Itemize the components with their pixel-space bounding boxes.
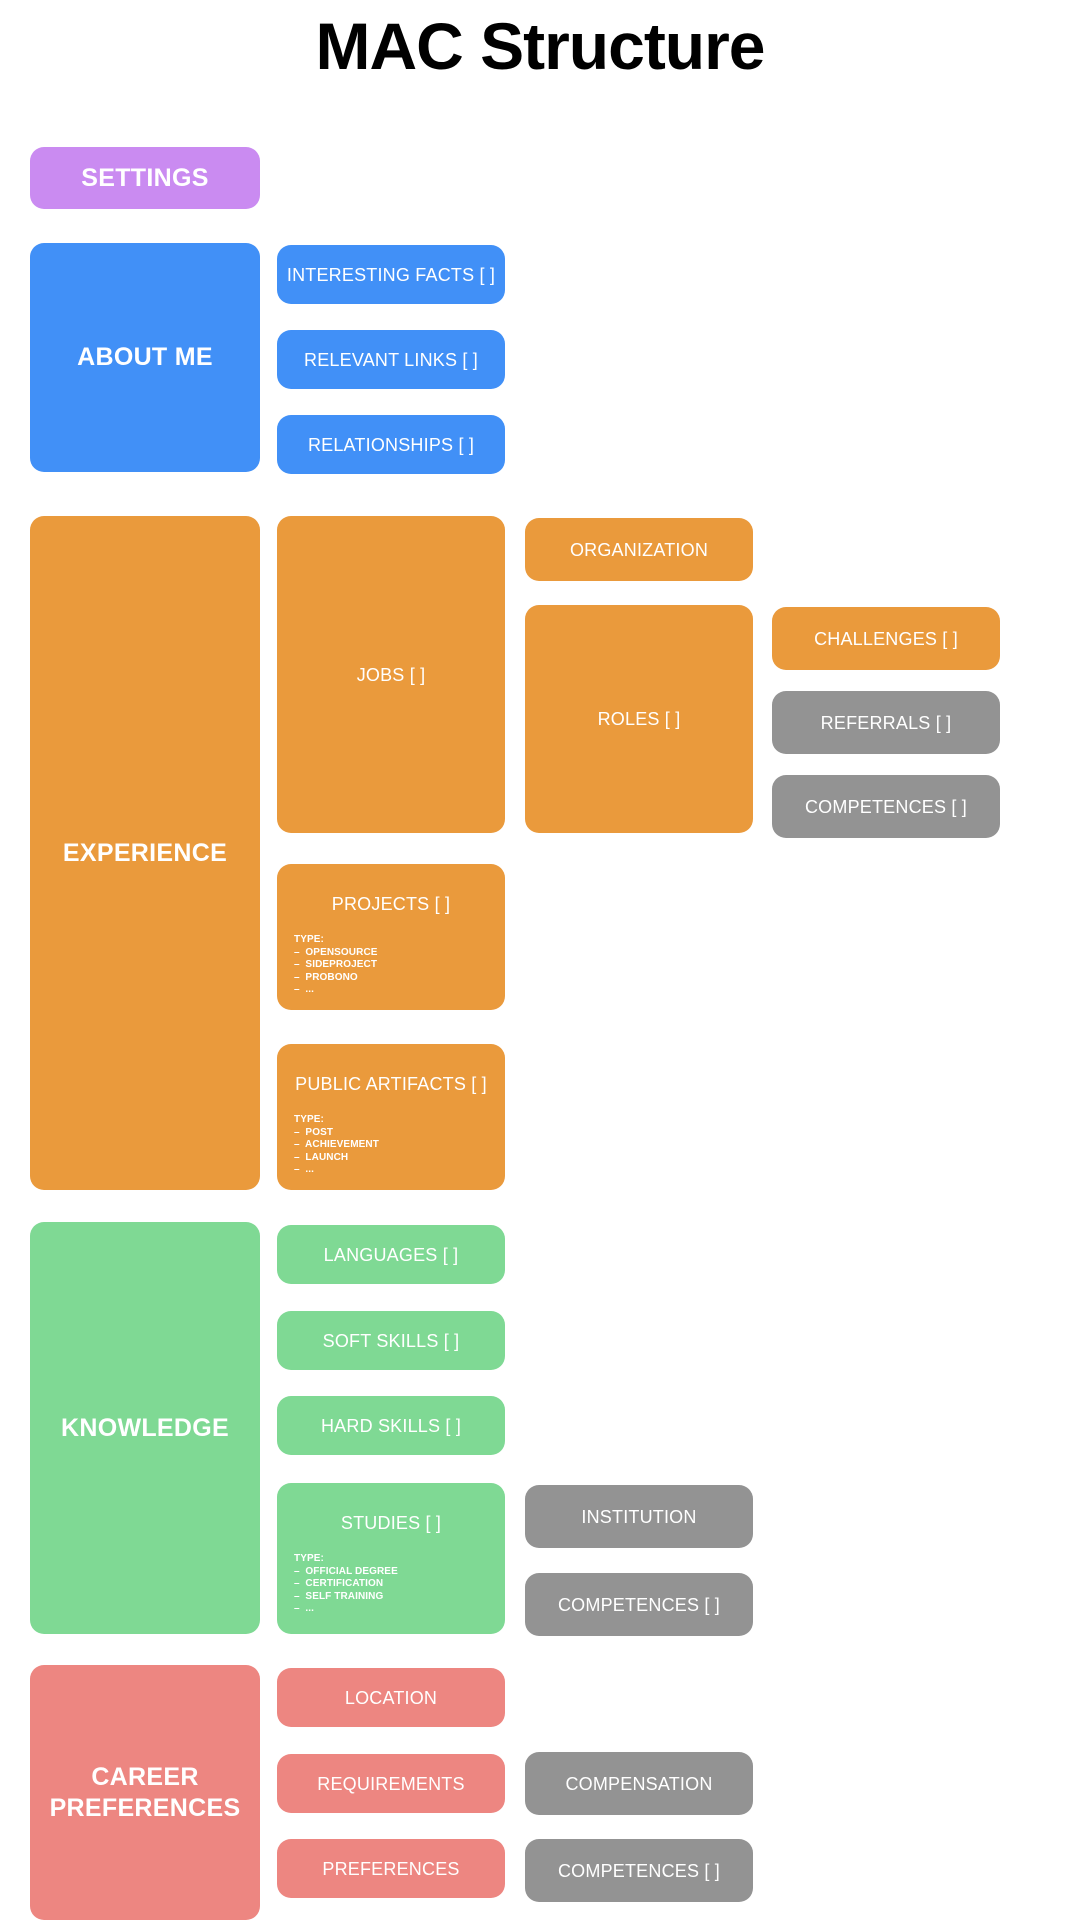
node-requirements[interactable]: REQUIREMENTS [277, 1754, 505, 1813]
node-public-artifacts-label: PUBLIC ARTIFACTS [ ] [295, 1074, 487, 1094]
public-artifacts-type-head: TYPE: [294, 1114, 324, 1125]
node-hard-skills-label: HARD SKILLS [ ] [320, 1415, 462, 1436]
public-artifacts-type-item: – POST [294, 1126, 334, 1138]
node-projects-label: PROJECTS [ ] [331, 894, 451, 914]
node-institution-label: INSTITUTION [581, 1506, 697, 1527]
projects-type-head: TYPE: [294, 934, 324, 945]
node-competences-roles-label: COMPETENCES [ ] [804, 796, 968, 817]
studies-type-item: – ... [294, 1603, 315, 1614]
projects-type-item: – ... [294, 984, 315, 995]
studies-type-item: – OFFICIAL DEGREE [294, 1565, 398, 1577]
node-career-preferences-label-line2: PREFERENCES [49, 1793, 241, 1822]
node-relevant-links-label: RELEVANT LINKS [ ] [304, 349, 478, 370]
node-compensation[interactable]: COMPENSATION [525, 1752, 753, 1815]
node-organization[interactable]: ORGANIZATION [525, 518, 753, 581]
studies-type-list: TYPE: – OFFICIAL DEGREE – CERTIFICATION … [277, 1553, 505, 1616]
node-experience[interactable]: EXPERIENCE [30, 516, 260, 1190]
node-interesting-facts[interactable]: INTERESTING FACTS [ ] [277, 245, 505, 304]
projects-type-item: – SIDEPROJECT [294, 959, 378, 970]
page-title: MAC Structure [315, 9, 765, 83]
node-preferences-label: PREFERENCES [322, 1858, 460, 1879]
node-requirements-label: REQUIREMENTS [317, 1773, 465, 1794]
node-about-me-label: ABOUT ME [77, 343, 213, 371]
node-jobs-label: JOBS [ ] [356, 664, 426, 685]
node-competences-studies[interactable]: COMPETENCES [ ] [525, 1573, 753, 1636]
node-challenges[interactable]: CHALLENGES [ ] [772, 607, 1000, 670]
node-languages-label: LANGUAGES [ ] [323, 1244, 459, 1265]
public-artifacts-type-list: TYPE: – POST – ACHIEVEMENT – LAUNCH – ..… [277, 1114, 505, 1177]
node-experience-label: EXPERIENCE [62, 838, 228, 867]
node-competences-preferences-label: COMPETENCES [ ] [557, 1860, 721, 1881]
node-roles-label: ROLES [ ] [597, 709, 681, 729]
projects-type-list: TYPE: – OPENSOURCE – SIDEPROJECT – PROBO… [277, 934, 505, 997]
node-challenges-label: CHALLENGES [ ] [814, 628, 958, 649]
node-career-preferences-label-line1: CAREER [91, 1762, 199, 1791]
node-referrals[interactable]: REFERRALS [ ] [772, 691, 1000, 754]
node-soft-skills[interactable]: SOFT SKILLS [ ] [277, 1311, 505, 1370]
node-public-artifacts[interactable]: PUBLIC ARTIFACTS [ ] TYPE: – POST – ACHI… [277, 1044, 505, 1190]
node-referrals-label: REFERRALS [ ] [820, 712, 952, 733]
node-roles[interactable]: ROLES [ ] [525, 605, 753, 833]
node-location[interactable]: LOCATION [277, 1668, 505, 1727]
projects-type-item: – PROBONO [294, 971, 358, 983]
node-interesting-facts-label: INTERESTING FACTS [ ] [286, 264, 496, 285]
node-jobs[interactable]: JOBS [ ] [277, 516, 505, 833]
node-hard-skills[interactable]: HARD SKILLS [ ] [277, 1396, 505, 1455]
public-artifacts-type-item: – LAUNCH [294, 1151, 349, 1163]
node-organization-label: ORGANIZATION [569, 539, 709, 560]
node-settings[interactable]: SETTINGS [30, 147, 260, 209]
node-settings-label: SETTINGS [81, 163, 209, 192]
projects-type-item: – OPENSOURCE [294, 946, 378, 958]
node-compensation-label: COMPENSATION [565, 1773, 713, 1794]
node-competences-studies-label: COMPETENCES [ ] [557, 1594, 721, 1615]
node-relevant-links[interactable]: RELEVANT LINKS [ ] [277, 330, 505, 389]
node-studies[interactable]: STUDIES [ ] TYPE: – OFFICIAL DEGREE – CE… [277, 1483, 505, 1634]
public-artifacts-type-item: – ... [294, 1164, 315, 1175]
node-location-label: LOCATION [344, 1687, 438, 1708]
studies-type-item: – CERTIFICATION [294, 1578, 384, 1589]
node-relationships[interactable]: RELATIONSHIPS [ ] [277, 415, 505, 474]
node-about-me[interactable]: ABOUT ME [30, 243, 260, 472]
node-institution[interactable]: INSTITUTION [525, 1485, 753, 1548]
node-projects[interactable]: PROJECTS [ ] TYPE: – OPENSOURCE – SIDEPR… [277, 864, 505, 1010]
public-artifacts-type-item: – ACHIEVEMENT [294, 1139, 379, 1150]
node-knowledge[interactable]: KNOWLEDGE [30, 1222, 260, 1634]
studies-type-item: – SELF TRAINING [294, 1590, 384, 1602]
node-career-preferences[interactable]: CAREER PREFERENCES [30, 1665, 260, 1920]
node-studies-label: STUDIES [ ] [340, 1513, 442, 1533]
node-preferences[interactable]: PREFERENCES [277, 1839, 505, 1898]
node-competences-preferences[interactable]: COMPETENCES [ ] [525, 1839, 753, 1902]
node-relationships-label: RELATIONSHIPS [ ] [307, 434, 475, 455]
node-knowledge-label: KNOWLEDGE [61, 1413, 229, 1442]
node-competences-roles[interactable]: COMPETENCES [ ] [772, 775, 1000, 838]
node-languages[interactable]: LANGUAGES [ ] [277, 1225, 505, 1284]
studies-type-head: TYPE: [294, 1553, 324, 1564]
node-soft-skills-label: SOFT SKILLS [ ] [322, 1330, 460, 1351]
